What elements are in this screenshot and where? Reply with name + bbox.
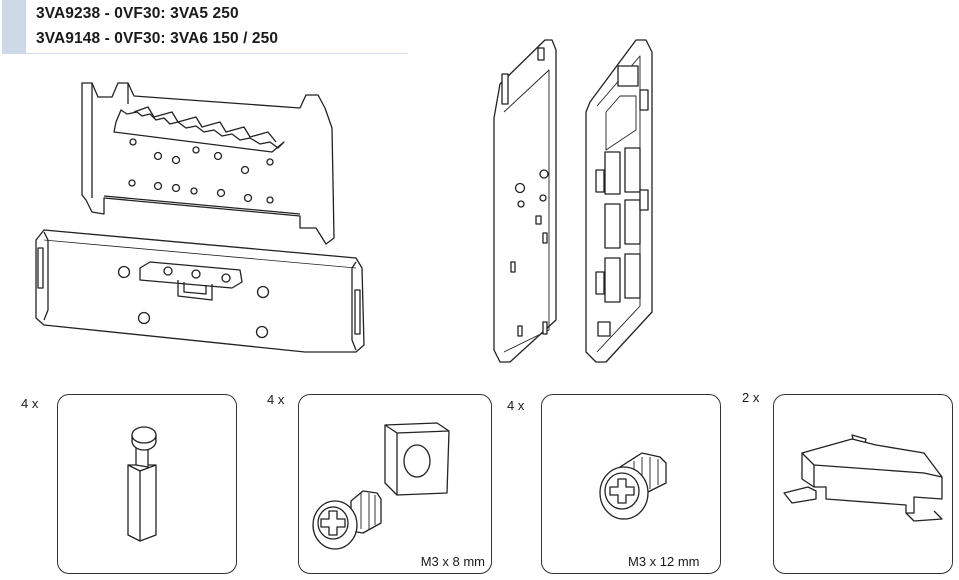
- part-2-quantity: 4 x: [267, 392, 285, 407]
- title-accent-bar: [2, 0, 26, 54]
- part-4-box: [773, 394, 953, 574]
- header-line-2: 3VA9148 - 0VF30: 3VA6 150 / 250: [36, 30, 279, 47]
- part-4-quantity: 2 x: [742, 390, 760, 405]
- part-2-size-label: M3 x 8 mm: [420, 554, 485, 569]
- spacer-bolt-icon: [127, 426, 157, 542]
- part-3-size-label: M3 x 12 mm: [628, 554, 700, 569]
- part-2-box: M3 x 8 mm: [298, 394, 492, 574]
- side-plate-front-drawing: [493, 39, 557, 363]
- side-plate-back-drawing: [585, 39, 653, 363]
- part-3-box: M3 x 12 mm: [541, 394, 721, 574]
- screw-icon: [599, 452, 667, 520]
- part-1-quantity: 4 x: [21, 396, 39, 411]
- title-underline: [2, 53, 408, 54]
- square-nut-screw-icon: [312, 422, 450, 550]
- part-1-box: [57, 394, 237, 574]
- header-line-1: 3VA9238 - 0VF30: 3VA5 250: [36, 5, 239, 22]
- lower-plate-drawing: [35, 229, 365, 353]
- upper-bracket-drawing: [81, 82, 335, 245]
- din-clip-icon: [783, 434, 943, 522]
- part-3-quantity: 4 x: [507, 398, 525, 413]
